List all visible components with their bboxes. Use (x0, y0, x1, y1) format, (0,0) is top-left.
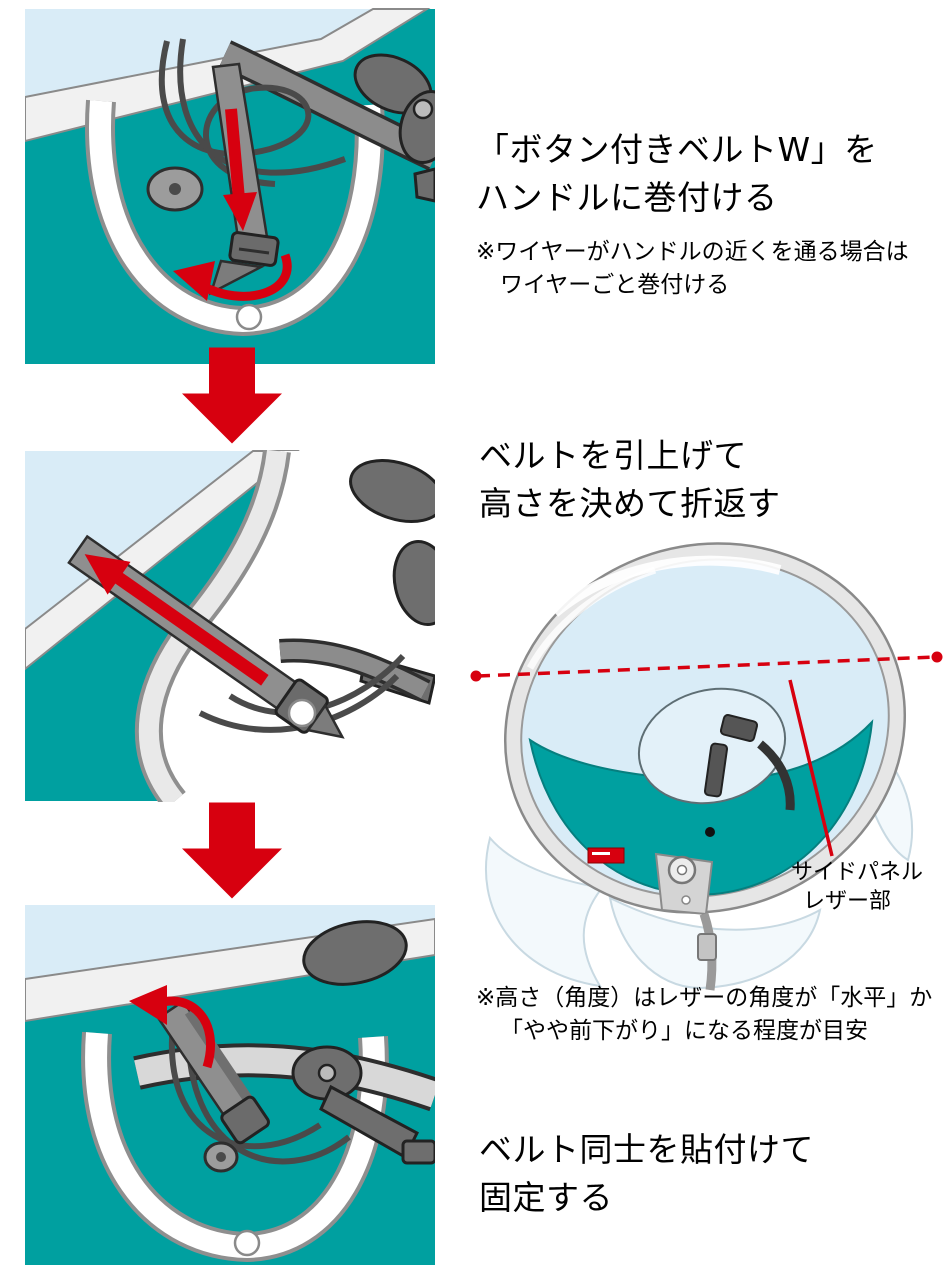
step2-note: ※高さ（角度）はレザーの角度が「水平」か 「やや前下がり」になる程度が目安 (476, 982, 932, 1048)
step2-title-line2: 高さを決めて折返す (479, 484, 781, 523)
side-panel-label-line2: レザー部 (803, 889, 892, 914)
windshield-drawing (470, 542, 943, 991)
step1-title-line1: 「ボタン付きベルトW」を (476, 130, 878, 169)
level-guide-line (470, 651, 943, 682)
down-arrow-icon (182, 347, 282, 444)
brake-wires (158, 38, 347, 187)
step1-note-line1: ※ワイヤーがハンドルの近くを通る場合は (476, 239, 909, 265)
mount-bracket (654, 852, 717, 991)
step1-note: ※ワイヤーがハンドルの近くを通る場合は ワイヤーごと巻付ける (476, 236, 909, 302)
step2-note-line1: ※高さ（角度）はレザーの角度が「水平」か (476, 985, 933, 1011)
step2-title-line1: ベルトを引上げて (479, 436, 747, 475)
step2-illustration (25, 450, 435, 802)
step3-title: ベルト同士を貼付けて 固定する (479, 1126, 814, 1222)
red-arrow-down-icon (223, 108, 257, 231)
step1-illustration (25, 8, 435, 365)
step1-note-line2: ワイヤーごと巻付ける (500, 272, 730, 298)
glass-gloss (526, 555, 782, 670)
belt-folded (156, 999, 270, 1145)
brand-tag (587, 847, 625, 864)
down-arrow-icon (182, 801, 282, 900)
red-arrow-fold-icon (129, 985, 216, 1069)
window-glass (25, 9, 373, 97)
knob-center (216, 1152, 226, 1162)
side-panel-label: サイドパネル レザー部 (791, 858, 923, 916)
clamp-bolt (412, 98, 434, 120)
step1-drawing (25, 8, 435, 364)
button-hole (235, 303, 263, 331)
windshield-angle-illustration (460, 518, 945, 993)
step3-title-line1: ベルト同士を貼付けて (479, 1130, 814, 1169)
red-arrow-wrap-icon (173, 253, 292, 301)
step3-illustration (25, 905, 435, 1265)
red-arrow-pull-icon (84, 554, 269, 686)
inner-lever (757, 740, 795, 811)
step3-drawing (25, 905, 435, 1265)
step2-note-line2: 「やや前下がり」になる程度が目安 (500, 1018, 868, 1044)
rivet-dot (705, 827, 715, 837)
window-glass (25, 905, 435, 979)
clamp-bolt (317, 1063, 337, 1083)
side-panel-label-line1: サイドパネル (791, 860, 924, 885)
step2-title: ベルトを引上げて 高さを決めて折返す (479, 432, 781, 528)
inner-hardware (703, 714, 759, 798)
knob-center (169, 183, 181, 195)
step1-title-line2: ハンドルに巻付ける (476, 178, 778, 217)
button-hole (233, 1229, 261, 1257)
belt (67, 534, 345, 739)
label-pointer-line (788, 679, 834, 857)
step3-title-line2: 固定する (479, 1178, 613, 1217)
button-hole (287, 698, 317, 728)
shield-surface (148, 451, 435, 801)
handlebar (279, 638, 431, 702)
step1-title: 「ボタン付きベルトW」を ハンドルに巻付ける (476, 126, 878, 222)
step2-drawing (25, 450, 435, 802)
